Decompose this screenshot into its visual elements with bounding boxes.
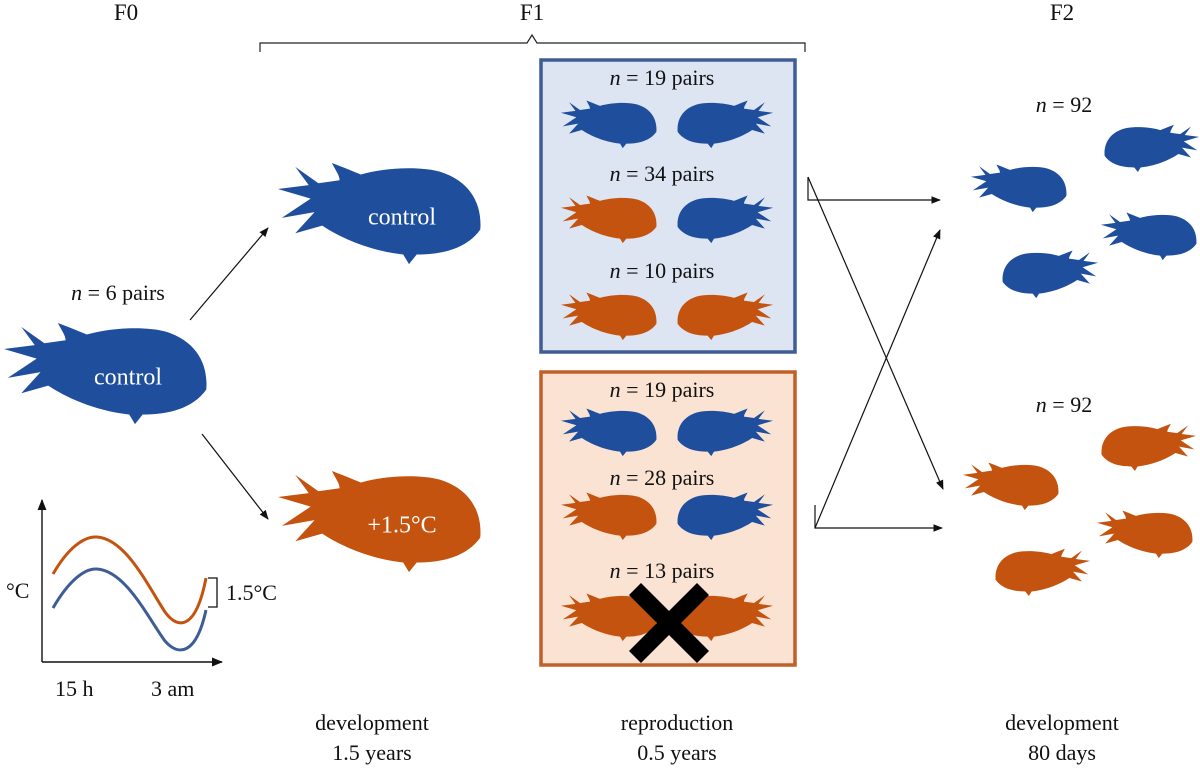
- arrow-f0-to-warm: [201, 433, 269, 520]
- f2-control-fish-3-icon: [1100, 212, 1197, 261]
- temp-plot-tick-15h: 15 h: [55, 676, 94, 701]
- stage-1-title: development: [315, 710, 429, 735]
- generation-f1-label: F1: [519, 0, 545, 25]
- warm-temperature-curve: [51, 535, 208, 625]
- generation-f2-label: F2: [1049, 0, 1075, 25]
- f2-warm-fish-2-icon: [1101, 423, 1197, 471]
- f2-warm-fish-1-icon: [962, 462, 1059, 511]
- arrow-control-to-f2-bottom: [807, 176, 944, 490]
- warm-box-row-3-label: n = 13 pairs: [609, 558, 715, 583]
- control-box-row-1-label: n = 19 pairs: [609, 65, 715, 90]
- f1-bracket: [259, 33, 806, 52]
- warm-box-row-2-label: n = 28 pairs: [609, 465, 715, 490]
- stage-3-title: development: [1005, 710, 1119, 735]
- f2-control-fish-2-icon: [1104, 124, 1200, 172]
- f0-sample-size: n = 6 pairs: [71, 280, 165, 305]
- f1-control-fish-label: control: [368, 204, 436, 231]
- stage-reproduction: reproduction 0.5 years: [621, 708, 733, 768]
- control-box-row-2-label: n = 34 pairs: [609, 161, 715, 186]
- temp-plot-y-label: °C: [6, 578, 30, 603]
- temperature-plot: [37, 498, 224, 667]
- delta-bracket: [208, 577, 218, 608]
- f1-warm-fish-label: +1.5°C: [367, 512, 437, 539]
- f2-control-fish-1-icon: [970, 164, 1067, 213]
- stage-3-duration: 80 days: [1028, 740, 1096, 765]
- control-temperature-curve: [51, 567, 208, 652]
- arrow-f0-to-control: [189, 227, 269, 321]
- x-cross-icon: [628, 582, 710, 664]
- generation-f0-label: F0: [113, 0, 139, 25]
- stage-2-title: reproduction: [620, 710, 734, 735]
- arrow-warm-to-f2-top: [814, 229, 941, 529]
- f2-warm-fish-4-icon: [995, 548, 1091, 596]
- stage-development-f2: development 80 days: [1005, 708, 1119, 768]
- arrow-warm-to-f2-bottom: [814, 505, 943, 532]
- temp-plot-delta-label: 1.5°C: [226, 580, 277, 605]
- f2-bottom-sample-size: n = 92: [1035, 392, 1093, 417]
- f2-top-sample-size: n = 92: [1035, 92, 1093, 117]
- f2-warm-fish-3-icon: [1096, 510, 1193, 559]
- control-box-row-3-label: n = 10 pairs: [609, 258, 715, 283]
- f0-fish-label: control: [94, 364, 162, 391]
- stage-2-duration: 0.5 years: [637, 740, 717, 765]
- stage-1-duration: 1.5 years: [332, 740, 412, 765]
- arrow-control-to-f2-top: [807, 177, 941, 204]
- temp-plot-tick-3am: 3 am: [151, 676, 195, 701]
- f2-control-fish-4-icon: [1002, 250, 1099, 299]
- warm-box-row-1-label: n = 19 pairs: [609, 377, 715, 402]
- stage-development-f1: development 1.5 years: [315, 708, 429, 768]
